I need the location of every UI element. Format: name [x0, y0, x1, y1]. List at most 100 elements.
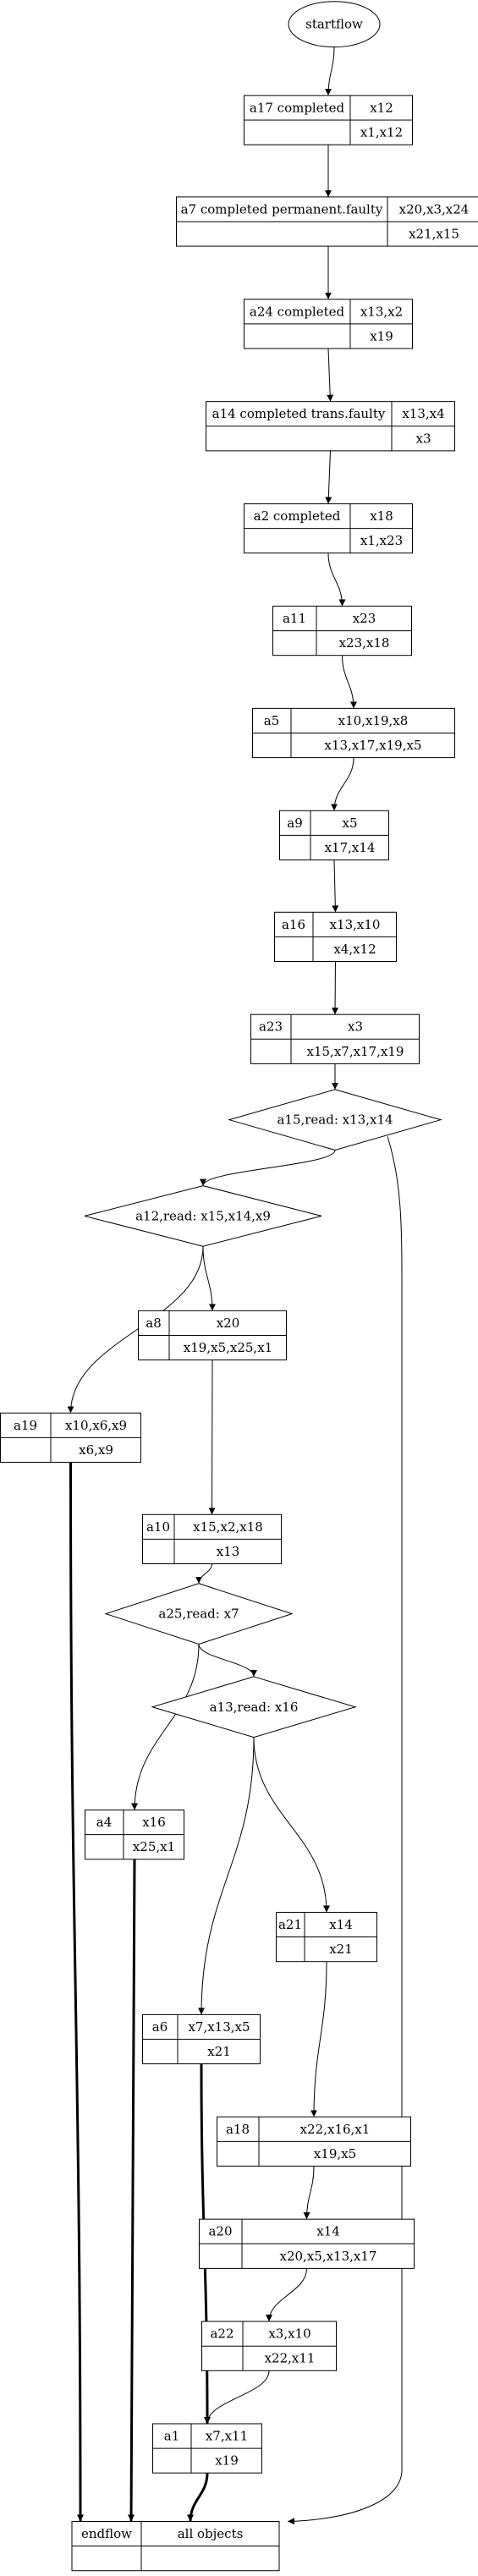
end-label: endflow — [81, 2526, 132, 2541]
node-top-value: x13,x10 — [330, 917, 381, 932]
node-top-value: x18 — [370, 508, 393, 524]
node-label: a23 — [259, 1019, 283, 1035]
node-label: a22 — [210, 2326, 234, 2342]
node-a17: a17 completed x12 x1,x12 — [244, 95, 413, 146]
node-a19: a19 x10,x6,x9 x6,x9 — [0, 1412, 141, 1463]
node-bottom-value: x1,x12 — [360, 125, 403, 140]
node-bottom-value: x13 — [217, 1544, 240, 1559]
edge-a12-to-a19 — [67, 1246, 204, 1414]
edge-a5-to-a9 — [331, 757, 354, 811]
edge-a13-to-a6 — [198, 1737, 255, 2015]
edge-a20-to-a22 — [266, 2268, 307, 2322]
edge-a13-to-a21 — [253, 1737, 330, 1913]
node-top-value: x13,x4 — [402, 406, 444, 421]
node-label: a14 completed trans.faulty — [212, 406, 386, 421]
end-right-label: all objects — [178, 2526, 244, 2541]
decision-label: a15,read: x13,x14 — [277, 1112, 393, 1128]
node-bottom-value: x6,x9 — [79, 1442, 113, 1458]
node-label: a11 — [283, 611, 306, 626]
node-label: a16 — [282, 917, 305, 932]
node-label: a21 — [278, 1917, 302, 1932]
node-top-value: x14 — [316, 2224, 340, 2239]
edge-a25-to-a4 — [131, 1644, 200, 1810]
node-top-value: x22,x16,x1 — [300, 2122, 371, 2137]
node-top-value: x10,x6,x9 — [65, 1418, 127, 1433]
node-a4: a4 x16 x25,x1 — [85, 1810, 184, 1860]
node-label: a1 — [164, 2429, 180, 2444]
edge-a1-to-end — [187, 2473, 209, 2522]
decision-label: a12,read: x15,x14,x9 — [135, 1208, 271, 1223]
node-a22: a22 x3,x10 x22,x11 — [201, 2321, 337, 2371]
node-bottom-value: x21,x15 — [409, 227, 459, 242]
node-bottom-value: x22,x11 — [265, 2351, 316, 2366]
node-top-value: x20,x3,x24 — [399, 201, 470, 217]
edge-a19-to-end — [69, 1462, 84, 2522]
node-a1: a1 x7,x11 x19 — [152, 2423, 262, 2474]
edge-a14-to-a2 — [325, 450, 332, 504]
node-bottom-value: x21 — [207, 2044, 231, 2059]
node-label: a18 — [226, 2122, 250, 2137]
node-a21: a21 x14 x21 — [276, 1911, 377, 1963]
decision-label: a13,read: x16 — [210, 1700, 299, 1715]
node-bottom-value: x15,x7,x17,x19 — [307, 1044, 404, 1059]
node-top-value: x5 — [342, 816, 357, 831]
edge-a11-to-a5 — [342, 655, 357, 709]
decision-a15: a15,read: x13,x14 — [228, 1089, 442, 1151]
node-label: a19 — [14, 1418, 37, 1433]
edge-a25-to-a13 — [198, 1644, 257, 1678]
edge-a22-to-a1 — [204, 2370, 270, 2425]
node-label: a17 completed — [250, 100, 345, 115]
node-a7: a7 completed permanent.faulty x20,x3,x24 x… — [176, 196, 478, 247]
edge-start-to-a17 — [325, 47, 335, 96]
edge-a21-to-a18 — [310, 1961, 327, 2117]
edge-a8-to-a10 — [208, 1359, 216, 1515]
decision-a12: a12,read: x15,x14,x9 — [84, 1185, 322, 1247]
node-top-value: x14 — [329, 1917, 353, 1932]
edge-a2-to-a11 — [327, 552, 346, 607]
node-label: a20 — [208, 2224, 232, 2239]
edge-a18-to-a20 — [303, 2166, 315, 2220]
edge-a4-to-end — [128, 1859, 136, 2522]
node-label: a8 — [146, 1315, 162, 1331]
node-top-value: x23 — [353, 611, 376, 626]
node-label: a9 — [287, 816, 303, 831]
node-bottom-value: x25,x1 — [133, 1839, 175, 1854]
node-top-value: x10,x19,x8 — [338, 713, 409, 728]
node-label: a7 completed permanent.faulty — [181, 201, 383, 217]
node-top-value: x15,x2,x18 — [193, 1519, 263, 1535]
node-top-value: x7,x11 — [206, 2429, 248, 2444]
node-top-value: x20 — [217, 1315, 240, 1331]
node-bottom-value: x17,x14 — [325, 840, 376, 855]
node-bottom-value: x19 — [370, 328, 393, 343]
node-bottom-value: x19 — [215, 2453, 239, 2469]
start-node: startflow — [288, 1, 381, 48]
node-top-value: x7,x13,x5 — [188, 2019, 250, 2035]
node-top-value: x13,x2 — [360, 304, 403, 319]
edge-a16-to-a23 — [332, 961, 339, 1015]
decision-label: a25,read: x7 — [158, 1607, 239, 1622]
start-label: startflow — [305, 17, 363, 32]
node-top-value: x3,x10 — [268, 2326, 310, 2342]
node-bottom-value: x4,x12 — [333, 942, 376, 957]
node-label: a2 completed — [254, 508, 341, 524]
node-bottom-value: x21 — [329, 1942, 353, 1957]
node-a9: a9 x5 x17,x14 — [279, 810, 389, 860]
node-top-value: x16 — [142, 1815, 166, 1830]
edge-a10-to-a25 — [195, 1563, 212, 1584]
edge-a12-to-a8 — [202, 1246, 216, 1311]
decision-a13: a13,read: x16 — [151, 1676, 357, 1738]
node-top-value: x12 — [370, 100, 393, 115]
node-bottom-value: x13,x17,x19,x5 — [325, 738, 422, 753]
edge-a15-to-end — [287, 1136, 403, 2525]
node-label: a4 — [96, 1815, 113, 1830]
node-a16: a16 x13,x10 x4,x12 — [274, 911, 397, 963]
